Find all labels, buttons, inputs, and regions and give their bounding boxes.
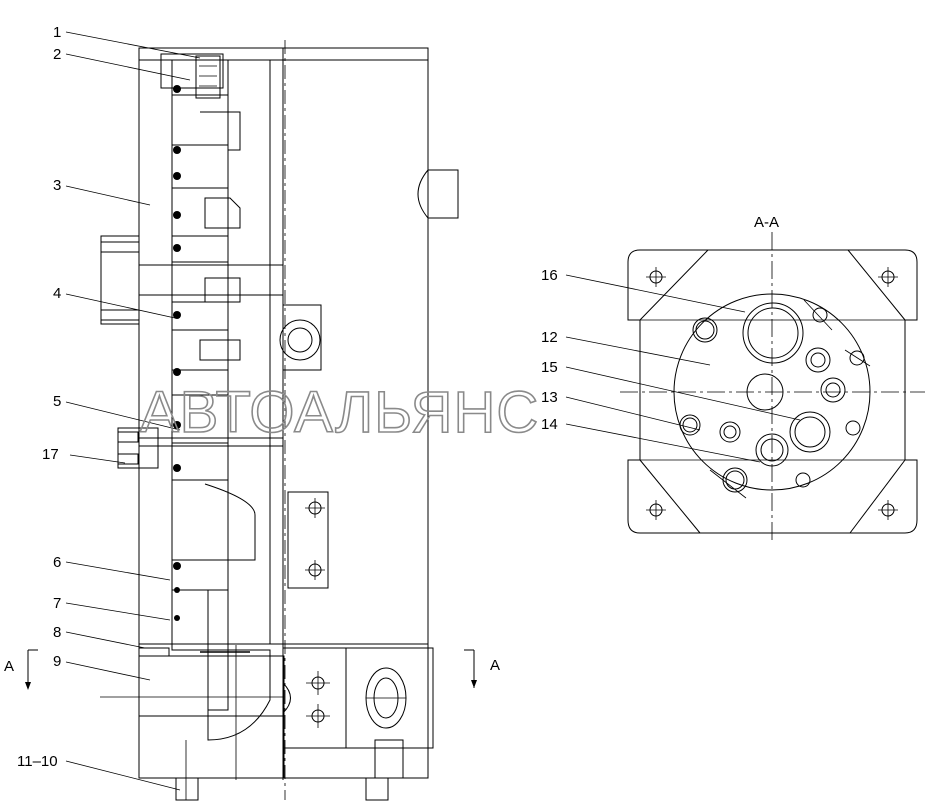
seal-rings	[173, 85, 181, 621]
section-a-a-view	[620, 232, 925, 540]
callout-labels: 1 2 3 4 5 17 6 7 8 9 11–10 16 12 15 13 1…	[17, 24, 558, 770]
section-mark-right: A	[490, 657, 500, 674]
callout-label-4: 4	[53, 285, 61, 302]
sectional-view	[100, 40, 459, 801]
section-title: A-A	[754, 214, 779, 231]
callout-label-1: 1	[53, 24, 61, 41]
callout-label-2: 2	[53, 46, 61, 63]
callout-label-5: 5	[53, 393, 61, 410]
callout-label-6: 6	[53, 554, 61, 571]
corner-holes	[646, 267, 898, 520]
section-marks: A A	[4, 649, 500, 690]
callout-label-15: 15	[541, 359, 558, 376]
callout-label-3: 3	[53, 177, 61, 194]
callout-label-11-10: 11–10	[17, 753, 58, 770]
callout-label-14: 14	[541, 416, 558, 433]
callout-label-8: 8	[53, 624, 61, 641]
callout-label-13: 13	[541, 389, 558, 406]
watermark: АВТОАЛЬЯНС	[140, 380, 539, 445]
leader-lines	[65, 31, 801, 791]
callout-label-17: 17	[42, 446, 59, 463]
internal-chambers	[171, 94, 256, 711]
callout-label-9: 9	[53, 653, 61, 670]
section-mark-left: A	[4, 658, 14, 675]
callout-label-12: 12	[541, 329, 558, 346]
callout-label-7: 7	[53, 595, 61, 612]
callout-label-16: 16	[541, 267, 558, 284]
